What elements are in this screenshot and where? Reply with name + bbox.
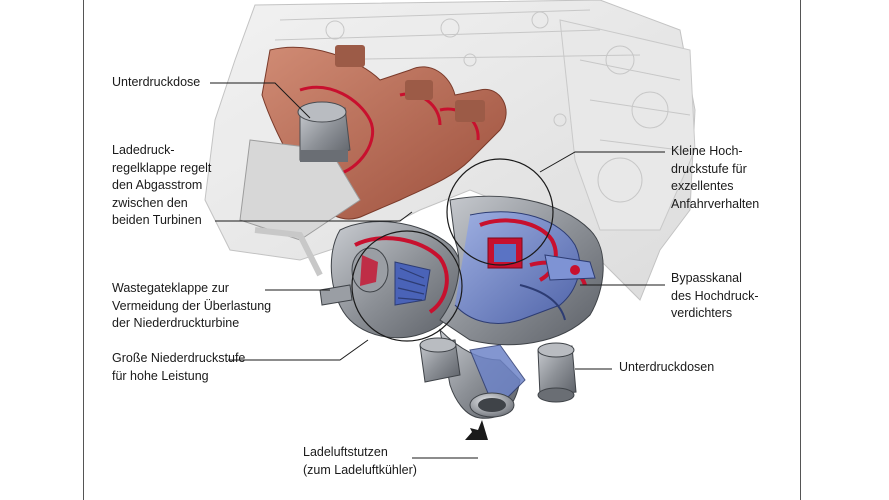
label-niederdruckstufe: Große Niederdruckstufe für hohe Leistung [112, 351, 246, 383]
label-bypasskanal: Bypasskanal des Hochdruck- verdichters [671, 271, 759, 320]
vacuum-units-bottom [419, 337, 577, 403]
label-ladeluftstutzen: Ladeluftstutzen (zum Ladeluftkühler) [303, 445, 417, 477]
leader-lines [210, 82, 665, 459]
low-pressure-turbine [330, 221, 463, 339]
label-ladedruckregelklappe: Ladedruck- regelklappe regelt den Abgass… [112, 143, 212, 227]
leader-unterdruckdose [210, 82, 311, 119]
high-pressure-stage [439, 195, 604, 346]
vacuum-unit-top [297, 101, 351, 162]
left-frame-line [83, 0, 84, 500]
label-unterdruckdosen: Unterdruckdosen [619, 360, 715, 374]
high-pressure-circle [446, 158, 554, 266]
pipe-ghost [254, 227, 323, 277]
leader-ladedruck [215, 211, 413, 222]
right-frame-line [800, 0, 801, 500]
label-hochdruckstufe: Kleine Hoch- druckstufe für exzellentes … [671, 144, 760, 211]
label-wastegateklappe: Wastegateklappe zur Vermeidung der Überl… [112, 281, 272, 330]
leader-niederdruck [228, 339, 369, 361]
arrow-icon [465, 420, 488, 440]
charge-air-outlet [439, 328, 526, 419]
leader-hochdruck [539, 151, 665, 173]
label-unterdruckdose: Unterdruckdose [112, 75, 201, 89]
low-pressure-circle [351, 230, 463, 342]
